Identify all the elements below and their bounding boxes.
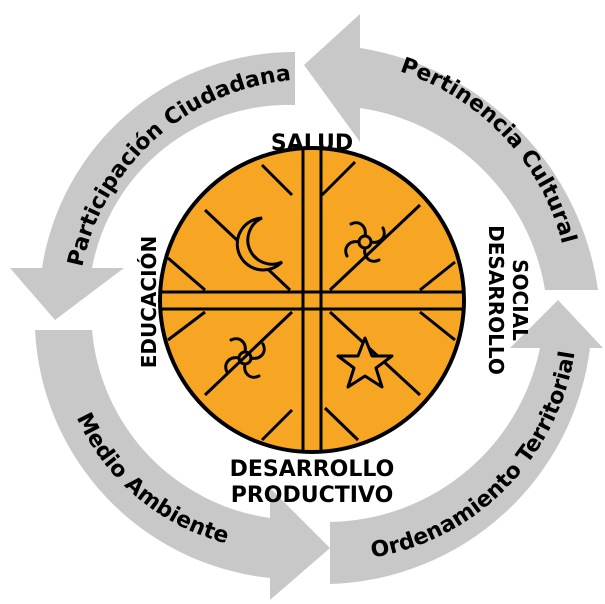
arrow-medio-ambiente <box>35 330 330 600</box>
star-icon <box>336 336 394 389</box>
wheel-cross <box>160 148 464 452</box>
crescent-moon-icon <box>235 216 284 272</box>
central-wheel <box>158 146 466 454</box>
label-desarrollo-social-line2: SOCIAL <box>508 259 532 341</box>
arrow-ordenamiento <box>330 300 603 584</box>
label-educacion: EDUCACIÓN <box>137 236 161 369</box>
label-desarrollo-productivo-line1: DESARROLLO <box>230 457 395 482</box>
label-desarrollo-social: DESARROLLO SOCIAL <box>484 225 532 375</box>
label-salud: SALUD <box>271 131 353 156</box>
label-desarrollo-social-line1: DESARROLLO <box>484 225 508 375</box>
wheel-disc <box>158 146 466 454</box>
arrow-participacion <box>10 51 295 320</box>
spiral-sun-icon <box>224 337 266 379</box>
cycle-arrows <box>10 14 603 600</box>
label-desarrollo-productivo-line2: PRODUCTIVO <box>231 483 394 508</box>
spiral-sun-icon <box>344 221 386 263</box>
arrow-pertinencia <box>304 14 598 290</box>
